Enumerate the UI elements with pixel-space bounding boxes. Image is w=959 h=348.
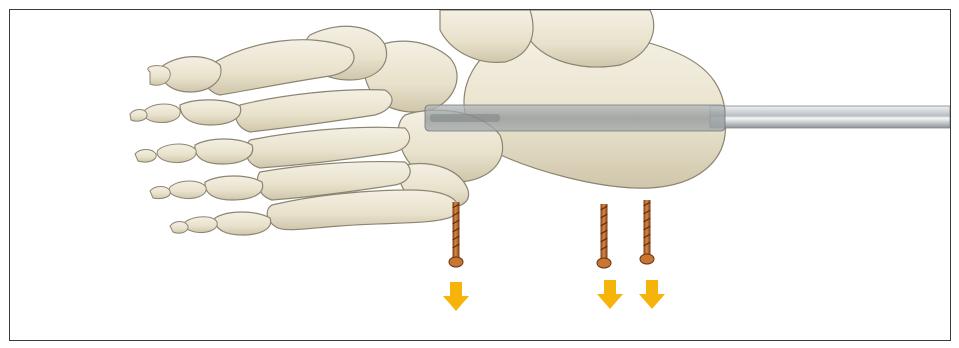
- arrow-down-icon: [443, 282, 469, 311]
- guide-rod: [425, 105, 950, 131]
- screw-icon: [597, 204, 611, 268]
- foot-illustration: [10, 10, 950, 340]
- arrow-down-icon: [597, 280, 623, 309]
- screw-icon: [640, 200, 654, 264]
- figure-frame: [9, 9, 951, 341]
- arrow-down-icon: [639, 280, 665, 309]
